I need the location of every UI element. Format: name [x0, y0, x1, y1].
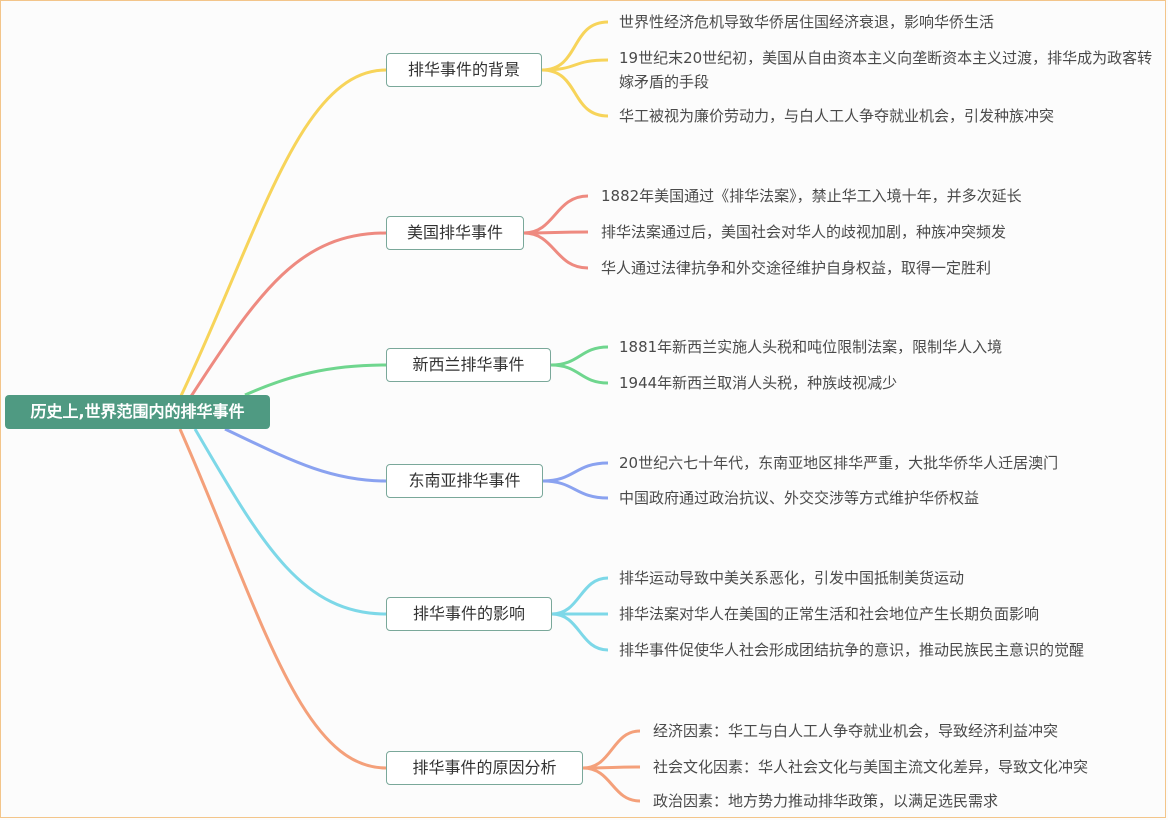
leaf-text[interactable]: 经济因素：华工与白人工人争夺就业机会，导致经济利益冲突	[653, 722, 1059, 740]
branch-links-us	[523, 194, 589, 270]
leaf-text[interactable]: 中国政府通过政治抗议、外交交涉等方式维护华侨权益	[619, 489, 980, 507]
branch-links-causes	[582, 729, 641, 803]
leaf-text[interactable]: 社会文化因素：华人社会文化与美国主流文化差异，导致文化冲突	[653, 758, 1089, 776]
root-link-us	[188, 231, 387, 399]
leaf-text[interactable]: 1944年新西兰取消人头税，种族歧视减少	[619, 374, 898, 392]
topic-background[interactable]: 排华事件的背景	[386, 53, 542, 87]
leaf-text-continued[interactable]: 嫁矛盾的手段	[619, 73, 710, 91]
branch-links-background	[541, 20, 609, 118]
leaf-text[interactable]: 20世纪六七十年代，东南亚地区排华严重，大批华侨华人迁居澳门	[619, 454, 1059, 472]
leaf-text[interactable]: 排华运动导致中美关系恶化，引发中国抵制美货运动	[619, 569, 965, 587]
leaf-text[interactable]: 华人通过法律抗争和外交途径维护自身权益，取得一定胜利	[601, 259, 992, 277]
leaf-text[interactable]: 排华法案对华人在美国的正常生活和社会地位产生长期负面影响	[619, 605, 1040, 623]
leaf-text[interactable]: 1882年美国通过《排华法案》，禁止华工入境十年，并多次延长	[601, 187, 1022, 205]
branch-links-impact	[551, 576, 609, 652]
root-topic[interactable]: 历史上,世界范围内的排华事件	[5, 395, 270, 429]
topic-impact[interactable]: 排华事件的影响	[386, 597, 552, 631]
root-link-background	[178, 68, 387, 399]
leaf-text[interactable]: 19世纪末20世纪初，美国从自由资本主义向垄断资本主义过渡，排华成为政客转	[619, 49, 1153, 67]
leaf-text[interactable]: 排华法案通过后，美国社会对华人的歧视加剧，种族冲突频发	[601, 223, 1007, 241]
leaf-text[interactable]: 排华事件促使华人社会形成团结抗争的意识，推动民族民主意识的觉醒	[619, 641, 1085, 659]
root-link-nz	[244, 363, 387, 397]
leaf-text[interactable]: 政治因素：地方势力推动排华政策，以满足选民需求	[653, 792, 999, 810]
leaf-text[interactable]: 世界性经济危机导致华侨居住国经济衰退，影响华侨生活	[619, 13, 995, 31]
root-link-causes	[178, 428, 387, 770]
branch-links-sea	[542, 461, 609, 500]
leaf-text[interactable]: 1881年新西兰实施人头税和吨位限制法案，限制华人入境	[619, 338, 1003, 356]
topic-us-exclusion[interactable]: 美国排华事件	[386, 216, 524, 250]
topic-sea-exclusion[interactable]: 东南亚排华事件	[386, 464, 543, 498]
topic-nz-exclusion[interactable]: 新西兰排华事件	[386, 348, 551, 382]
topic-causes[interactable]: 排华事件的原因分析	[386, 751, 583, 785]
root-link-impact	[193, 428, 387, 616]
leaf-text[interactable]: 华工被视为廉价劳动力，与白人工人争夺就业机会，引发种族冲突	[619, 107, 1055, 125]
branch-links-nz	[550, 345, 609, 385]
root-link-sea	[224, 427, 387, 483]
